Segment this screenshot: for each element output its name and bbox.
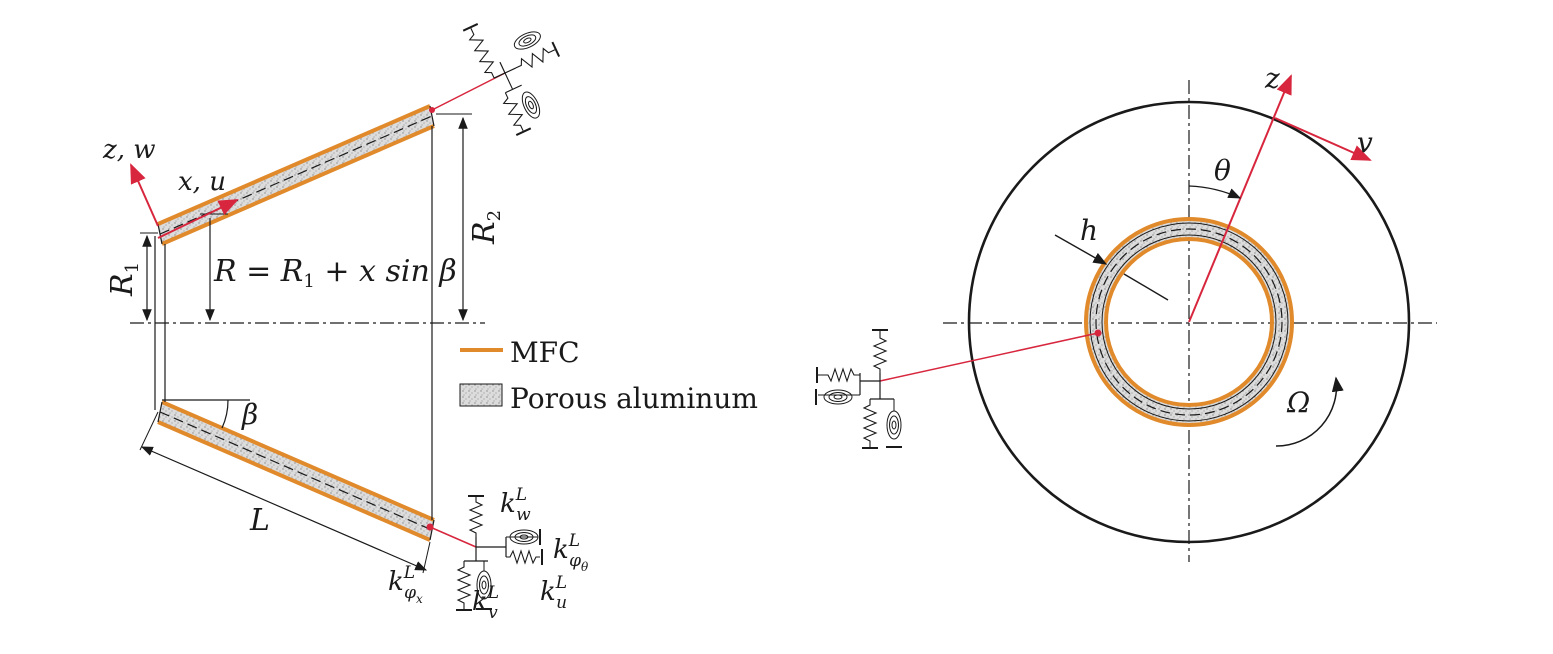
torsion-spring-icon [521,91,541,119]
length-label: L [249,503,270,538]
legend-mfc-label: MFC [510,336,580,369]
lower-wall [157,400,435,542]
cross-section-view: h z v θ Ω [879,62,1437,562]
spring-set-top [462,23,561,136]
spring-icon [862,399,878,447]
z-label: z [1264,62,1280,95]
mfc-inner-ring [1104,237,1274,407]
v-label: v [1357,126,1373,159]
z-w-axis-arrow [130,163,159,227]
outer-circle [967,100,1411,544]
radius-formula: R = R1 + x sin β [213,254,457,292]
spring-icon [515,47,556,69]
spring-icon [506,549,540,565]
r1-label: R1 [105,262,143,297]
legend: MFC Porous aluminum [459,336,758,415]
theta-label: θ [1214,154,1231,187]
z-w-axis-label: z, w [102,135,155,165]
r2-label: R2 [467,210,505,245]
spring-icon [468,497,484,537]
spring-icon [456,561,472,609]
spring-set-bottom [456,495,543,611]
torsion-spring-icon [513,31,541,50]
mfc-outer-ring [1084,217,1294,427]
omega-label: Ω [1286,386,1310,419]
v-axis-arrow [1274,117,1372,161]
z-axis-arrow [1188,74,1292,323]
x-u-axis-arrow [157,199,239,239]
beta-angle-arc [221,399,229,429]
conical-shell-view: R1 R = R1 + x sin β R2 β L z, w x, u [102,72,506,574]
spring-icon [818,367,860,383]
thickness-arrow [1054,234,1108,265]
mfc-layer-outer [157,104,431,226]
porous-texture-icon [459,383,503,407]
beta-label: β [241,398,258,431]
h-label: h [1080,214,1098,247]
x-u-axis-label: x, u [178,167,226,197]
rotation-arrow [1275,376,1344,447]
spring-icon [502,92,524,131]
theta-angle-arc [1188,185,1242,199]
mid-surface-ring [1095,228,1283,416]
mfc-layer-inner [161,124,435,246]
spring-icon [468,27,495,79]
spring-icon [872,331,888,373]
ground-icon [551,41,561,58]
spring-set-cross-section [815,329,902,449]
ground-icon [462,23,479,32]
length-dimension [140,446,428,571]
legend-porous-label: Porous aluminum [510,382,758,415]
torsion-spring-icon [886,410,902,440]
torsion-spring-icon [823,389,853,405]
